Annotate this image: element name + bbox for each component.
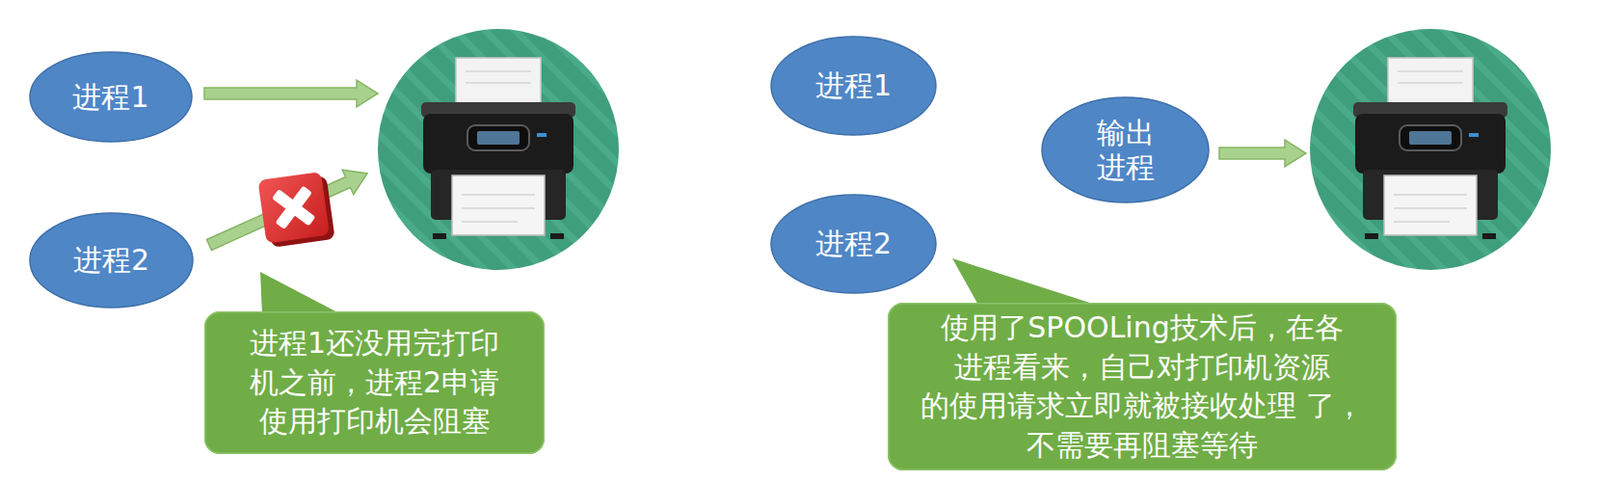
process-ellipse: 进程2	[770, 193, 937, 294]
callout-text: 进程1还没用完打印 机之前，进程2申请 使用打印机会阻塞	[223, 323, 526, 442]
process-label: 进程1	[72, 80, 149, 115]
printer-circle	[1309, 28, 1551, 270]
output-arrow	[1219, 139, 1307, 167]
process-ellipse: 进程2	[28, 212, 194, 309]
ellipse-shape	[29, 213, 193, 308]
process-label: 进程1	[815, 68, 892, 104]
request-arrow	[204, 80, 378, 107]
ellipse-shape	[29, 52, 192, 142]
printer-icon	[421, 57, 576, 240]
callout-box: 使用了SPOOLing技术后，在各 进程看来，自己对打印机资源 的使用请求立即就…	[887, 302, 1397, 471]
process-label: 输出 进程	[1092, 115, 1160, 186]
callout-tail	[952, 258, 1102, 307]
blocked-mark	[256, 169, 335, 248]
callout-box: 进程1还没用完打印 机之前，进程2申请 使用打印机会阻塞	[204, 311, 545, 454]
ellipse-shape	[1041, 97, 1209, 203]
process-label: 进程2	[815, 226, 892, 262]
ellipse-shape	[771, 194, 936, 294]
printer-circle	[377, 28, 619, 270]
process-ellipse: 进程1	[28, 51, 193, 143]
callout-tail	[260, 271, 344, 316]
callout-text: 使用了SPOOLing技术后，在各 进程看来，自己对打印机资源 的使用请求立即就…	[905, 308, 1380, 465]
ellipse-shape	[771, 36, 936, 135]
printer-icon	[1353, 57, 1508, 240]
process-label: 进程2	[73, 242, 150, 278]
output-process-ellipse: 输出 进程	[1040, 96, 1210, 204]
request-arrow	[203, 160, 374, 258]
process-ellipse: 进程1	[770, 35, 937, 136]
